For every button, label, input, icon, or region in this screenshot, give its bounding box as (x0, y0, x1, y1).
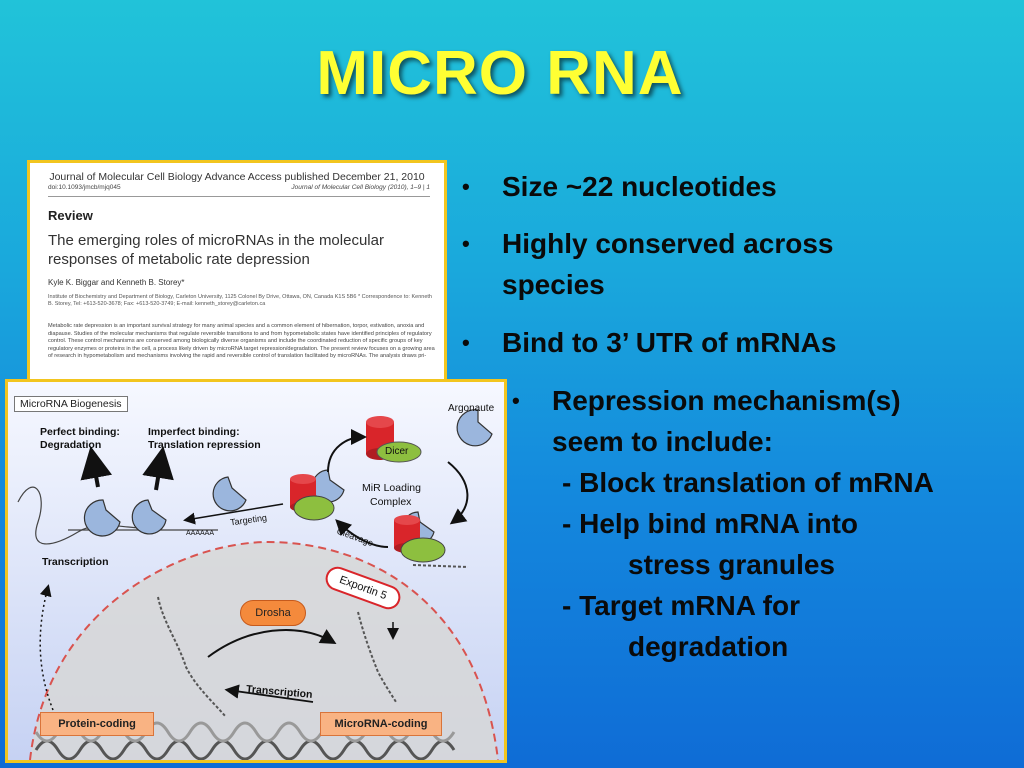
nuclear-membrane (29, 540, 499, 760)
journal-article-image: Journal of Molecular Cell Biology Advanc… (27, 160, 447, 388)
article-abstract: Metabolic rate depression is an importan… (48, 323, 435, 359)
microrna-coding-box: MicroRNA-coding (320, 712, 442, 736)
polya-tail-label: AAAAAA (186, 530, 215, 537)
bullet-text: Highly conserved across (502, 228, 834, 259)
sub-item-continuation: stress granules (628, 549, 835, 580)
argonaute-protein-1 (83, 499, 121, 537)
argonaute-protein-2 (131, 499, 167, 535)
degradation-arrow (80, 446, 113, 488)
drosha-arrow (207, 629, 337, 658)
article-authors: Kyle K. Biggar and Kenneth B. Storey* (48, 278, 185, 287)
bullet-icon: • (462, 330, 470, 355)
translation-repression-label: Translation repression (148, 439, 261, 451)
transcription-left-label: Transcription (42, 556, 109, 568)
bullet-text: Repression mechanism(s) (552, 385, 901, 416)
diagram-box-label: MicroRNA Biogenesis (14, 396, 128, 412)
cleavage-arrow (335, 519, 389, 548)
argonaute-label: Argonaute (448, 403, 495, 414)
dicer-oval (376, 441, 422, 463)
bullet-text: Size ~22 nucleotides (502, 171, 777, 202)
pri-mirna-hairpin (157, 596, 227, 718)
article-citation: Journal of Molecular Cell Biology (2010)… (291, 184, 430, 191)
cycle-arrow-top (327, 429, 367, 473)
protein-coding-box: Protein-coding (40, 712, 154, 736)
argonaute-protein-top (456, 409, 493, 447)
sub-item: - Block translation of mRNA (562, 467, 934, 498)
transcription-left-arrow (39, 584, 54, 711)
bullet-text: Bind to 3’ UTR of mRNAs (502, 327, 837, 358)
bullet-text: seem to include: (552, 426, 773, 457)
bullet-text: species (502, 269, 605, 300)
trbp-protein-2 (400, 537, 446, 563)
microrna-biogenesis-diagram: MicroRNA Biogenesis Perfect binding: Deg… (5, 379, 507, 763)
sub-item: - Target mRNA for (562, 590, 800, 621)
repression-arrow (142, 446, 174, 491)
journal-header: Journal of Molecular Cell Biology Advanc… (49, 171, 425, 183)
mir-loading-label: MiR Loading (362, 482, 421, 494)
article-doi: doi:10.1093/jmcb/mjq045 (48, 184, 121, 191)
perfect-binding-label: Perfect binding: (40, 426, 120, 438)
degradation-label: Degradation (40, 439, 102, 451)
dicer-label: Dicer (385, 446, 409, 457)
article-type: Review (48, 208, 93, 223)
argonaute-protein-3 (212, 476, 247, 512)
sub-item: - Help bind mRNA into (562, 508, 859, 539)
article-affiliation: Institute of Biochemistry and Department… (48, 294, 432, 307)
mature-mirna-duplex (412, 564, 469, 568)
bullet-icon: • (462, 231, 470, 256)
drosha-label: Drosha (240, 600, 306, 626)
sub-item-continuation: degradation (628, 631, 789, 662)
article-title: The emerging roles of microRNAs in the m… (48, 232, 384, 268)
targeting-arrow (183, 503, 284, 525)
cycle-arrow-right (447, 461, 469, 525)
slide-title: MICRO RNA (316, 39, 684, 108)
header-divider (48, 196, 430, 197)
transcription-bottom-arrow (224, 684, 314, 703)
bullet-icon: • (462, 174, 470, 199)
pre-mirna-hairpin (357, 611, 397, 703)
complex-label: Complex (370, 496, 412, 508)
imperfect-binding-label: Imperfect binding: (148, 426, 240, 438)
bullet-icon: • (512, 388, 520, 413)
trbp-protein-1 (293, 495, 335, 521)
